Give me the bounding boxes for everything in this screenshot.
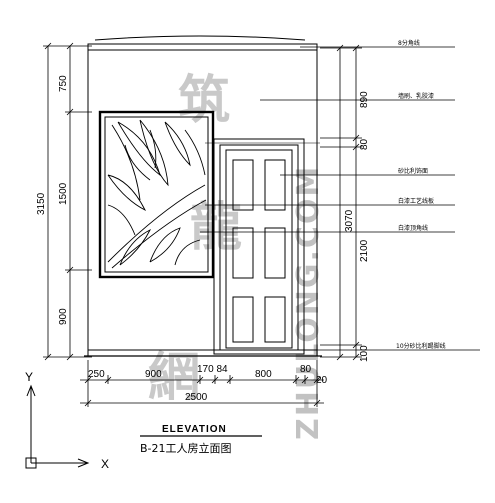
- annotation-leaders: [200, 46, 480, 351]
- dim-bottom-4: 800: [255, 369, 272, 380]
- dim-right-4: 100: [359, 345, 370, 362]
- bottom-dimension-chain: [80, 360, 324, 407]
- ucs-axis-icon: [25, 384, 90, 469]
- dim-bottom-1: 250: [88, 369, 105, 380]
- dim-left-total: 3150: [36, 192, 47, 215]
- dim-bottom-6: 20: [316, 375, 328, 386]
- door-panel: [264, 296, 286, 343]
- watermark-glyph-3: 網: [148, 348, 200, 408]
- door-panel: [232, 159, 254, 211]
- axis-y-label: Y: [25, 370, 33, 384]
- right-dimension-chain: [320, 44, 362, 361]
- annotation-3: 砂比利饰面: [398, 167, 428, 175]
- dim-bottom-total: 2500: [185, 392, 208, 403]
- dim-bottom-2: 900: [145, 369, 162, 380]
- annotation-2: 墙刷、乳胶漆: [398, 92, 434, 100]
- dim-right-3: 2100: [359, 239, 370, 262]
- decorative-panel: [98, 110, 215, 279]
- dim-bottom-3: 170 84: [197, 364, 228, 375]
- door-panel: [264, 227, 286, 279]
- dim-left-2: 1500: [58, 182, 69, 205]
- annotation-5: 白漆顶角线: [398, 224, 428, 232]
- dim-right-total: 3070: [344, 209, 355, 232]
- annotation-1: 8分角线: [398, 39, 420, 47]
- dim-left-1: 750: [58, 75, 69, 92]
- watermark-brand: ZHULONG.COM: [291, 165, 326, 440]
- dim-right-1: 890: [359, 91, 370, 108]
- annotation-6: 10分砂比利踢脚线: [396, 342, 446, 350]
- annotation-4: 白漆工艺线板: [398, 197, 434, 205]
- crown-molding: [87, 43, 318, 51]
- drawing-caption: B-21工人房立面图: [140, 441, 232, 455]
- door-panel: [264, 159, 286, 211]
- leaf-pattern: [107, 119, 207, 269]
- door: [205, 138, 320, 355]
- door-panel: [232, 296, 254, 343]
- axis-x-label: X: [101, 457, 109, 471]
- door-panel: [232, 227, 254, 279]
- dim-left-3: 900: [58, 308, 69, 325]
- dim-bottom-5: 80: [300, 364, 312, 375]
- drawing-title: ELEVATION: [162, 424, 227, 435]
- left-dimension-chain: [43, 42, 92, 361]
- dim-right-2: 80: [359, 138, 370, 150]
- watermark-glyph-1: 筑: [178, 71, 230, 131]
- watermark: 筑 龍 網 ZHULONG.COM: [148, 71, 326, 440]
